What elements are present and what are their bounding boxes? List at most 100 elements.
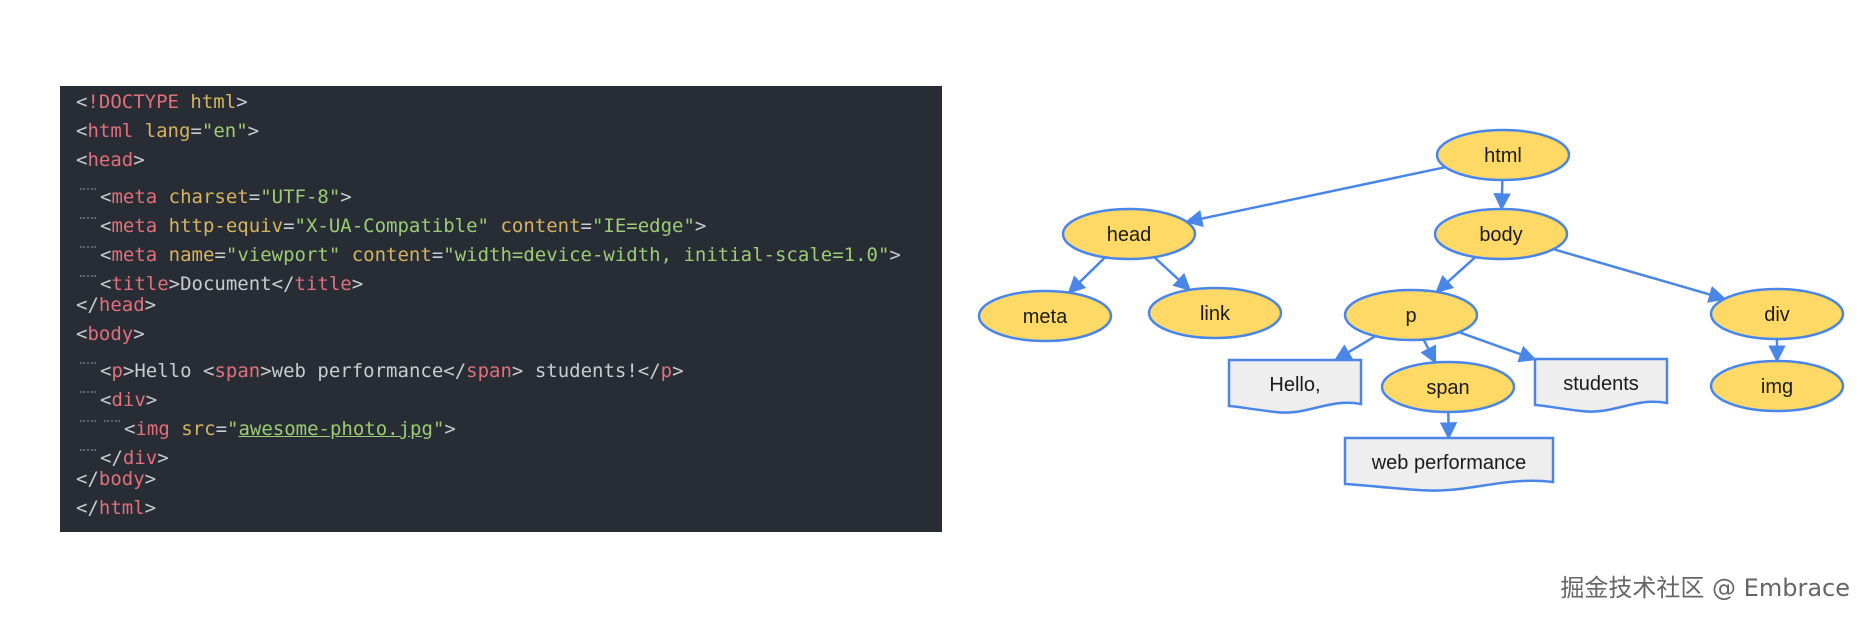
tree-node-p: p [1343,288,1479,342]
tree-edges [1067,165,1786,440]
element-node-shape [977,289,1113,343]
code-punctuation: > [144,497,157,519]
code-attribute: html [190,91,237,113]
code-tag-name: p [660,360,673,382]
code-punctuation: > [145,389,158,411]
node-label: head [1107,224,1152,246]
watermark: 掘金技术社区 @ Embrace [1560,574,1850,602]
code-string: "viewport" [225,244,341,266]
element-node-shape [1433,207,1569,261]
edge-body-to-div [1553,247,1727,303]
code-punctuation: > [168,273,181,295]
code-punctuation: </ [76,468,99,490]
edge-body-to-p [1435,256,1477,294]
code-line: <body> [76,320,145,348]
code-punctuation: > [444,418,456,440]
code-punctuation: < [76,323,88,345]
tree-node-div: div [1709,287,1845,341]
edge-p-to-students [1458,330,1537,363]
code-line: <meta name="viewport" content="width=dev… [76,233,901,266]
code-punctuation: = [431,244,444,266]
edge-p-to-hello [1333,335,1377,362]
code-punctuation: < [203,360,215,382]
code-line: <meta http-equiv="X-UA-Compatible" conte… [76,204,706,237]
code-string: "width=device-width, initial-scale=1.0" [443,244,890,266]
element-node-shape [1147,286,1283,340]
code-punctuation: = [283,215,295,237]
edge-p-to-span [1420,338,1437,365]
code-punctuation: </ [637,360,661,382]
tree-node-webperf: web performance [1343,436,1555,492]
code-punctuation: > [144,294,157,316]
code-tag-name: title [294,273,352,295]
code-text: Hello [134,360,203,382]
code-punctuation: </ [76,294,99,316]
code-attribute: name [168,244,215,266]
code-line: </div> [76,436,169,469]
node-label: students [1563,373,1639,395]
code-panel: <!DOCTYPE html><html lang="en"><head><me… [60,86,942,532]
code-punctuation: > [511,360,524,382]
code-punctuation: < [100,244,112,266]
code-tag-name: meta [111,244,158,266]
indent-guide [76,175,100,203]
code-punctuation: < [100,186,112,208]
node-label: Hello, [1269,374,1320,396]
tree-node-img: img [1709,359,1845,413]
indent-guide [76,262,100,290]
code-punctuation: = [215,418,228,440]
edge-html-to-head [1184,165,1446,228]
node-label: body [1479,224,1522,246]
tree-node-html: html [1435,128,1571,182]
code-text: Document [180,273,272,295]
node-label: div [1764,304,1790,326]
indent-guide [76,233,100,261]
code-line: <!DOCTYPE html> [76,88,248,116]
code-punctuation: < [76,120,88,142]
tree-node-hello: Hello, [1227,358,1363,414]
code-string: "X-UA-Compatible" [294,215,489,237]
code-tag-name: html [87,120,134,142]
indent-guide [76,407,100,435]
node-label: img [1761,376,1793,398]
tree-node-head: head [1061,207,1197,261]
code-text: web performance [271,360,444,382]
code-string: "en" [201,120,248,142]
node-label: p [1405,305,1416,327]
code-line: </html> [76,494,156,522]
code-punctuation: > [133,323,145,345]
code-punctuation: = [248,186,261,208]
code-punctuation: </ [443,360,467,382]
code-punctuation: > [672,360,684,382]
code-punctuation: < [76,149,88,171]
code-punctuation: </ [76,497,99,519]
code-string: "UTF-8" [260,186,341,208]
indent-guide [76,204,100,232]
code-punctuation: < [100,360,112,382]
element-node-shape [1380,360,1516,414]
indent-guide [100,407,124,435]
code-punctuation: = [190,120,202,142]
code-tag-name: head [98,294,145,316]
code-punctuation: < [100,215,112,237]
code-punctuation: > [247,120,260,142]
code-tag-name: head [87,149,134,171]
tree-node-meta: meta [977,289,1113,343]
code-attribute: content [500,215,581,237]
code-link: awesome-photo.jpg [238,418,433,440]
element-node-shape [1061,207,1197,261]
code-line: </body> [76,465,156,493]
code-tag-name: meta [111,215,158,237]
code-tag-name: span [214,360,261,382]
code-punctuation: < [124,418,136,440]
element-node-shape [1709,287,1845,341]
code-punctuation: </ [271,273,295,295]
node-label: html [1484,145,1522,167]
element-node-shape [1709,359,1845,413]
node-label: web performance [1371,452,1527,474]
code-punctuation: > [351,273,364,295]
code-attribute: lang [144,120,191,142]
code-text: students! [523,360,638,382]
element-node-shape [1435,128,1571,182]
